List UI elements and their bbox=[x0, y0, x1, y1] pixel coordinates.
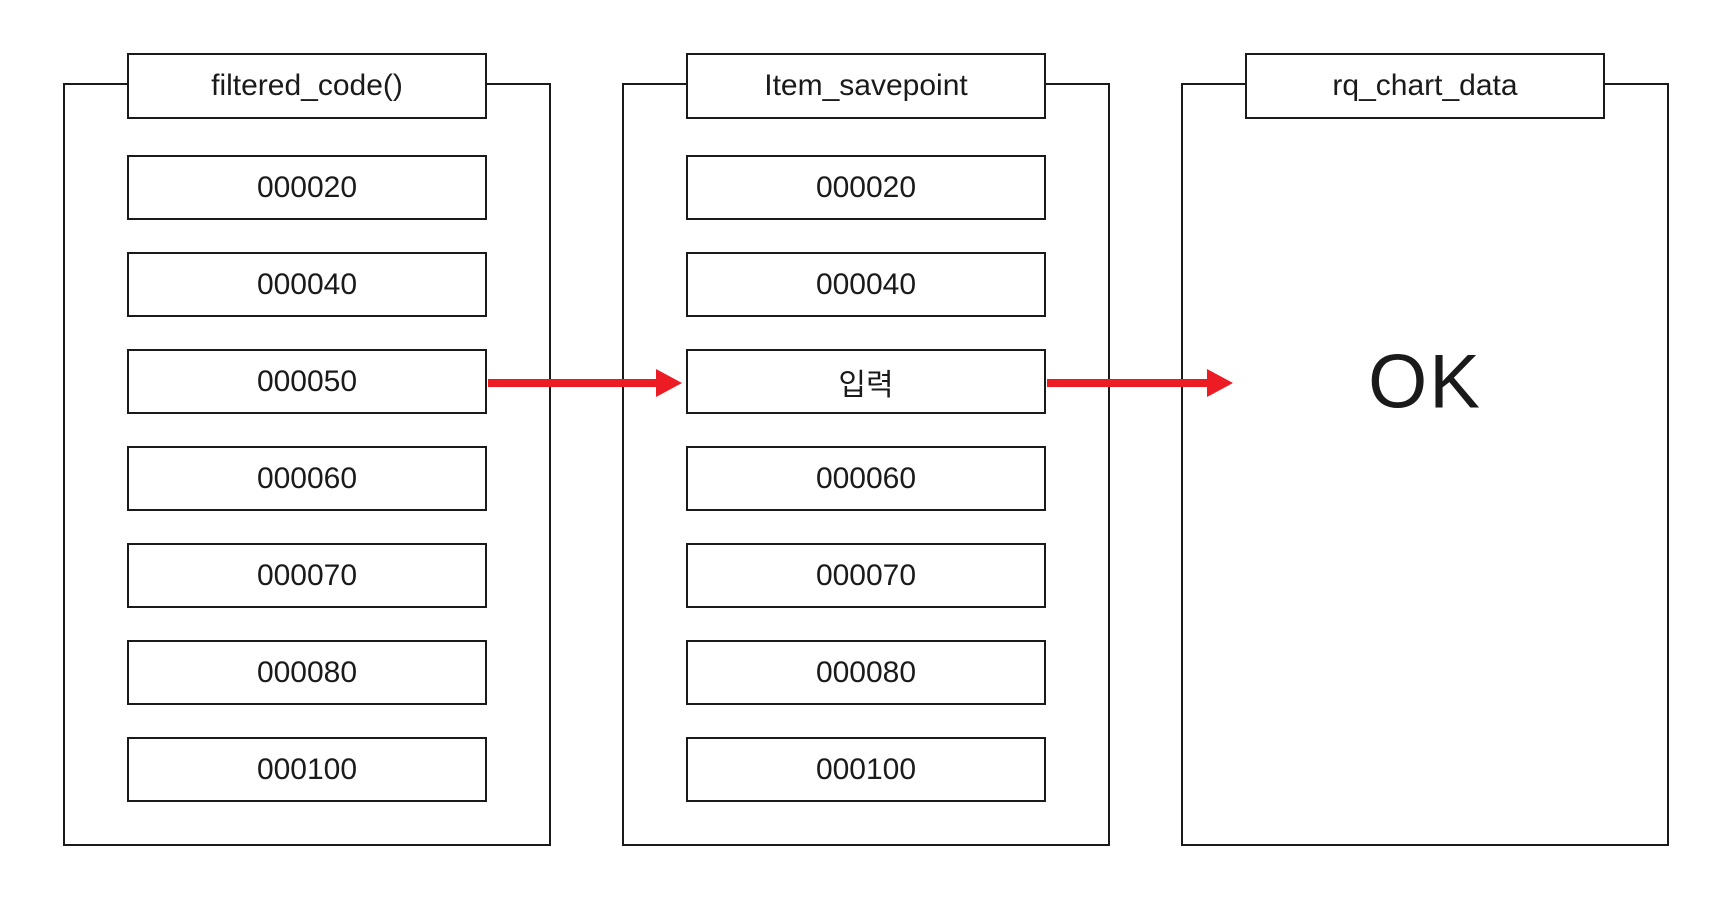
list-item: 000060 bbox=[127, 446, 487, 511]
list-item: 000020 bbox=[127, 155, 487, 220]
item-list: 000020 000040 입력 000060 000070 000080 000100 bbox=[624, 85, 1108, 802]
list-item: 000040 bbox=[686, 252, 1046, 317]
panel-filtered-code: filtered_code() 000020 000040 000050 000060… bbox=[63, 53, 551, 846]
list-item: 000070 bbox=[127, 543, 487, 608]
panel-rq-chart-data: rq_chart_data OK bbox=[1181, 53, 1669, 846]
list-item: 000100 bbox=[127, 737, 487, 802]
panel-title: Item_savepoint bbox=[764, 69, 968, 102]
list-item: 입력 bbox=[686, 349, 1046, 414]
list-item: 000040 bbox=[127, 252, 487, 317]
panel-item-savepoint: Item_savepoint 000020 000040 입력 000060 00007… bbox=[622, 53, 1110, 846]
item-list: 000020 000040 000050 000060 000070 000080 0001… bbox=[65, 85, 549, 802]
result-text: OK bbox=[1368, 339, 1482, 425]
panel-tab-item-savepoint: Item_savepoint bbox=[686, 53, 1046, 119]
list-item: 000080 bbox=[686, 640, 1046, 705]
panel-title: rq_chart_data bbox=[1332, 69, 1518, 102]
list-item: 000070 bbox=[686, 543, 1046, 608]
panel-tab-filtered-code: filtered_code() bbox=[127, 53, 487, 119]
list-item: 000060 bbox=[686, 446, 1046, 511]
list-item: 000080 bbox=[127, 640, 487, 705]
list-item: 000020 bbox=[686, 155, 1046, 220]
list-item: 000100 bbox=[686, 737, 1046, 802]
panel-tab-rq-chart-data: rq_chart_data bbox=[1245, 53, 1605, 119]
list-item: 000050 bbox=[127, 349, 487, 414]
panel-title: filtered_code() bbox=[211, 69, 403, 102]
